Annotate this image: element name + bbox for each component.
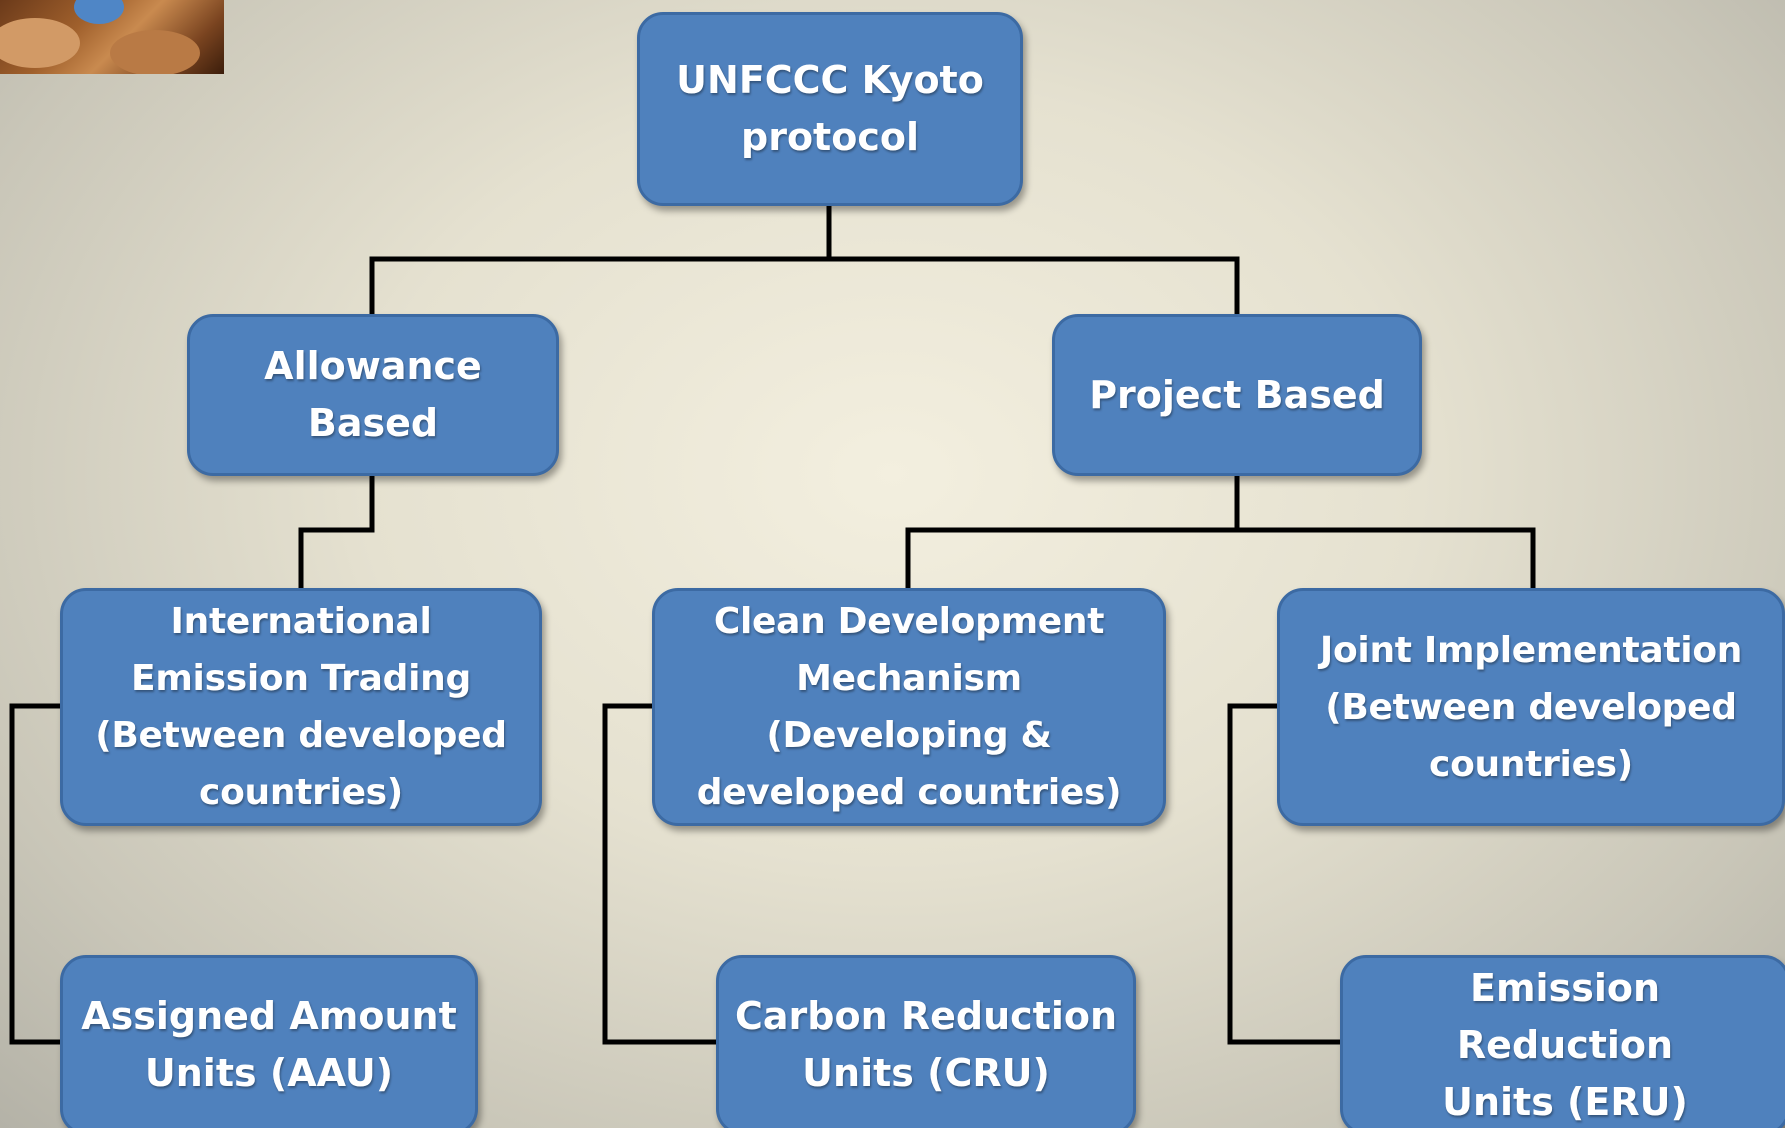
node-project-based-label: Project Based — [1089, 372, 1385, 417]
node-emission-reduction-units-label: Emission Reduction Units (ERU) — [1442, 965, 1688, 1124]
node-international-emission-trading: International Emission Trading (Between … — [60, 588, 542, 826]
node-joint-implementation: Joint Implementation (Between developed … — [1277, 588, 1785, 826]
connector-project-to-mechanisms — [905, 473, 1536, 591]
node-joint-implementation-label: Joint Implementation (Between developed … — [1319, 629, 1743, 785]
node-allowance-based: Allowance Based — [187, 314, 559, 476]
connector-ji-to-eru — [1227, 703, 1343, 1045]
node-unfccc-kyoto-protocol-label: UNFCCC Kyoto protocol — [676, 58, 984, 159]
hands-globe-photo — [0, 0, 224, 74]
node-carbon-reduction-units: Carbon Reduction Units (CRU) — [716, 955, 1136, 1128]
node-project-based: Project Based — [1052, 314, 1422, 476]
node-carbon-reduction-units-label: Carbon Reduction Units (CRU) — [734, 994, 1118, 1095]
connector-allowance-to-iet — [298, 473, 375, 591]
connector-root-to-branches — [369, 203, 1240, 317]
node-assigned-amount-units: Assigned Amount Units (AAU) — [60, 955, 478, 1128]
node-international-emission-trading-label: International Emission Trading (Between … — [95, 601, 507, 813]
hand-shape-left — [0, 18, 80, 68]
node-assigned-amount-units-label: Assigned Amount Units (AAU) — [81, 994, 457, 1095]
node-allowance-based-label: Allowance Based — [264, 344, 482, 445]
connector-cdm-to-cru — [602, 703, 719, 1045]
node-clean-development-mechanism: Clean Development Mechanism (Developing … — [652, 588, 1166, 826]
node-unfccc-kyoto-protocol: UNFCCC Kyoto protocol — [637, 12, 1023, 206]
node-emission-reduction-units: Emission Reduction Units (ERU) — [1340, 955, 1785, 1128]
node-clean-development-mechanism-label: Clean Development Mechanism (Developing … — [696, 601, 1122, 813]
connector-iet-to-aau — [9, 703, 63, 1045]
hand-shape-right — [110, 30, 200, 74]
